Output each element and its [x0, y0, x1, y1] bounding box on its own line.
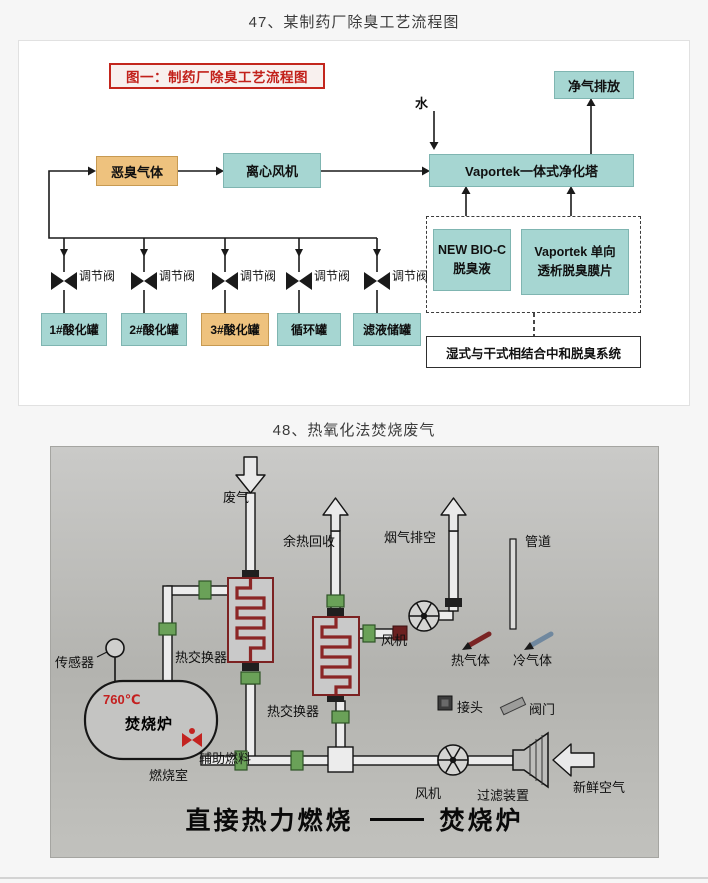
fan-top-label: 风机: [381, 633, 408, 648]
section-title-48: 48、热氧化法焚烧废气: [272, 422, 436, 439]
tank-filtrate-storage: 滤液储罐: [353, 313, 421, 346]
valve-legend-icon: [499, 696, 527, 716]
pipe-legend-symbol: [509, 538, 517, 630]
heat-recovery-label: 余热回收: [283, 534, 336, 549]
heat-recovery-up-arrow: [322, 497, 349, 532]
tank-circulation: 循环罐: [277, 313, 341, 346]
fresh-air-left-arrow: [552, 743, 595, 777]
valve-label: 调节阀: [314, 269, 351, 283]
water-label: 水: [415, 96, 429, 111]
valve-label: 调节阀: [392, 269, 429, 283]
filter-label: 过滤装置: [477, 788, 530, 803]
hot-gas-label: 热气体: [451, 653, 491, 668]
heat-exchanger-top-coil: [235, 579, 266, 661]
flow-arrows: [235, 456, 595, 777]
flue-exhaust-up-arrow: [440, 497, 467, 532]
bio-c-line2: 脱臭液: [453, 262, 491, 276]
temperature-label: 760℃: [103, 692, 141, 707]
fan-bottom-icon: [437, 744, 469, 776]
flanges: [242, 570, 462, 702]
valve-label: 调节阀: [79, 269, 116, 283]
vaportek-tower-box: Vaportek一体式净化塔: [429, 154, 634, 187]
combustion-chamber-label: 燃烧室: [149, 768, 189, 783]
caption-dash: [369, 817, 424, 821]
fan-bottom-label: 风机: [415, 786, 442, 801]
valve-label: 调节阀: [159, 269, 196, 283]
diagram-47-pharma-deodorization: 图一：制药厂除臭工艺流程图 净气排放 水 恶臭气体 离心风机 Vaportek一…: [18, 40, 690, 406]
heat-exchanger-top-label: 热交换器: [175, 650, 228, 665]
membrane-line1: Vaportek 单向: [534, 245, 616, 260]
bio-c-deodorant-box: NEW BIO-C 脱臭液: [433, 229, 511, 291]
diagram-48-incinerator: 废气 余热回收 烟气排空 管道 热交换器 热交换器 传感器 760℃ 焚烧炉 辅…: [50, 446, 659, 858]
valve-label: 阀门: [529, 702, 556, 717]
incinerator-label: 焚烧炉: [125, 716, 174, 733]
caption-direct-combustion: 直接热力燃烧: [185, 807, 354, 835]
regulating-valve-icon: [286, 238, 312, 313]
green-pipe-fittings: [158, 580, 376, 771]
joint-legend-icon: [437, 695, 453, 711]
flow-lines: [48, 106, 592, 336]
joint-label: 接头: [457, 700, 484, 715]
tank-acidification-3: 3#酸化罐: [201, 313, 269, 346]
sensor-leader-line: [96, 651, 108, 658]
diagram1-flow-drawing: [48, 98, 596, 336]
centrifugal-fan-box: 离心风机: [223, 153, 321, 188]
cold-gas-icon: [524, 631, 554, 650]
waste-gas-down-arrow: [235, 456, 266, 494]
odor-gas-box: 恶臭气体: [96, 156, 178, 186]
figure-title-box: 图一：制药厂除臭工艺流程图: [109, 63, 325, 89]
clean-air-discharge-box: 净气排放: [554, 71, 634, 99]
page-bottom-divider: [0, 877, 708, 879]
sensor-label: 传感器: [55, 655, 95, 670]
tee-fitting: [327, 746, 354, 773]
cold-gas-label: 冷气体: [513, 653, 553, 668]
valve-label: 调节阀: [240, 269, 277, 283]
regulating-valve-icon: [131, 238, 157, 313]
heat-exchanger-mid-label: 热交换器: [267, 704, 320, 719]
filter-device-icon: [512, 731, 549, 789]
heat-exchanger-mid-coil: [320, 618, 352, 694]
membrane-box: Vaportek 单向 透析脱臭膜片: [521, 229, 629, 295]
valve-symbols: [51, 238, 390, 313]
hot-gas-icon: [462, 631, 492, 650]
caption-incinerator: 焚烧炉: [439, 807, 524, 835]
system-description-box: 湿式与干式相结合中和脱臭系统: [426, 336, 641, 368]
aux-fuel-label: 辅助燃料: [199, 751, 252, 766]
tank-acidification-1: 1#酸化罐: [41, 313, 107, 346]
diagram2-drawing: [83, 456, 595, 789]
regulating-valve-icon: [51, 238, 77, 313]
chemicals-dashed-box: [426, 216, 641, 313]
tank-acidification-2: 2#酸化罐: [121, 313, 187, 346]
diagram2-caption: 直接热力燃烧 焚烧炉: [51, 801, 658, 837]
maroon-connector: [392, 625, 408, 641]
regulating-valve-icon: [364, 238, 390, 313]
section-title-47: 47、某制药厂除臭工艺流程图: [248, 14, 460, 31]
membrane-line2: 透析脱臭膜片: [537, 264, 613, 278]
burner-icon: [182, 728, 202, 747]
waste-gas-label: 废气: [223, 490, 250, 505]
fresh-air-label: 新鲜空气: [573, 780, 626, 795]
sensor-icon: [105, 638, 125, 681]
regulating-valve-icon: [212, 238, 238, 313]
arrowheads: [88, 98, 596, 194]
pipe-label: 管道: [525, 534, 552, 549]
fan-top-icon: [408, 600, 440, 632]
bio-c-line1: NEW BIO-C: [437, 243, 507, 258]
flue-exhaust-label: 烟气排空: [384, 530, 437, 545]
